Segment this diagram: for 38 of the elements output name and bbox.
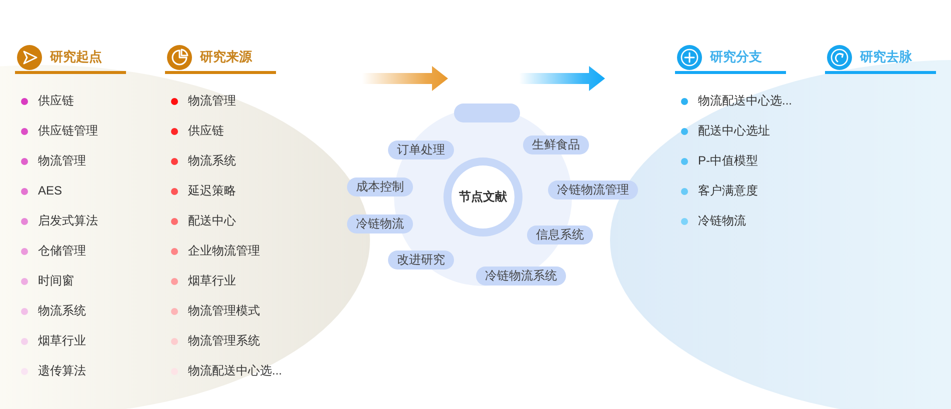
list-item: P-中值模型 (698, 154, 758, 168)
list-item: 启发式算法 (38, 214, 98, 228)
list-item: 物流系统 (188, 154, 236, 168)
list-item: 企业物流管理 (188, 244, 260, 258)
list-item: 仓储管理 (38, 244, 86, 258)
section-heading: 研究来源 (200, 49, 252, 65)
list-item: 配送中心选址 (698, 124, 770, 138)
section-heading: 研究去脉 (860, 49, 912, 65)
list-item: 物流配送中心选... (188, 364, 282, 378)
section-heading: 研究分支 (710, 49, 762, 65)
list-item: 供应链管理 (38, 124, 98, 138)
list-item: 物流管理 (38, 154, 86, 168)
list-item: 烟草行业 (188, 274, 236, 288)
keyword-pill: 订单处理 (388, 140, 454, 160)
keyword-pill: 信息系统 (527, 226, 593, 244)
list-item: 配送中心 (188, 214, 236, 228)
keyword-pill: 生鲜食品 (523, 136, 589, 154)
list-item: 物流管理 (188, 94, 236, 108)
keyword-pill: 冷链物流管理 (548, 180, 638, 200)
keyword-pill: 成本控制 (347, 178, 413, 196)
keyword-pill: 改进研究 (388, 250, 454, 270)
keyword-pill: 冷链物流 (347, 214, 413, 234)
keyword-pill (454, 104, 520, 122)
list-item: 遗传算法 (38, 364, 86, 378)
keyword-pill: 冷链物流系统 (476, 266, 566, 286)
list-item: 冷链物流 (698, 214, 746, 228)
list-item: 物流管理系统 (188, 334, 260, 348)
list-item: 物流系统 (38, 304, 86, 318)
list-item: 烟草行业 (38, 334, 86, 348)
list-item: 时间窗 (38, 274, 74, 288)
list-item: 客户满意度 (698, 184, 758, 198)
list-item: 供应链 (188, 124, 224, 138)
list-item: 物流管理模式 (188, 304, 260, 318)
list-item: 物流配送中心选... (698, 94, 792, 108)
list-item: 供应链 (38, 94, 74, 108)
list-item: AES (38, 184, 62, 198)
list-item: 延迟策略 (188, 184, 236, 198)
section-heading: 研究起点 (50, 49, 102, 65)
